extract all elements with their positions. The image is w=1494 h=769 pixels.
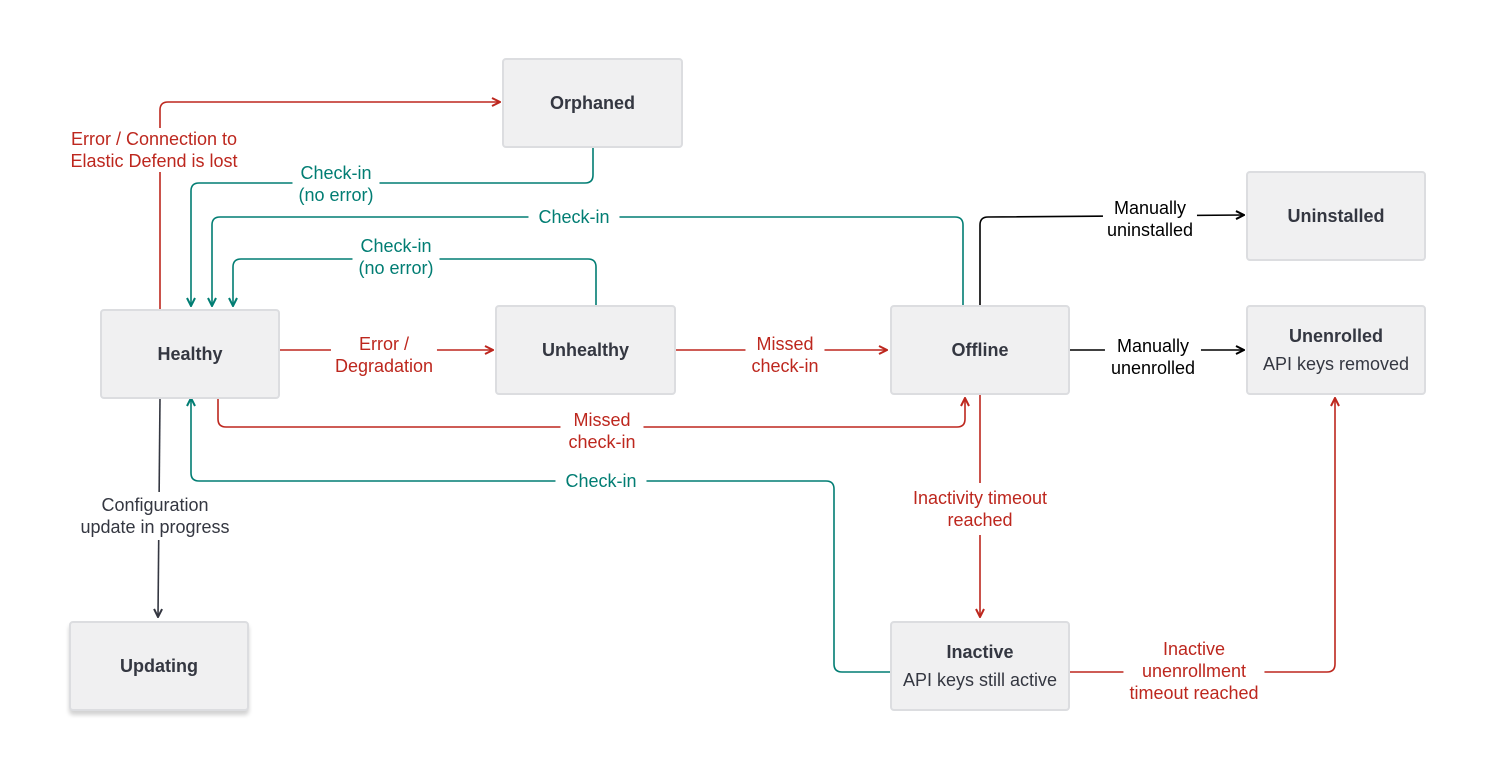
node-uninstalled: Uninstalled xyxy=(1246,171,1426,261)
node-inactive: Inactive API keys still active xyxy=(890,621,1070,711)
label-inactive-to-unenrolled: Inactive unenrollment timeout reached xyxy=(1123,638,1265,704)
label-offline-to-unenrolled-line1: Manually xyxy=(1116,336,1190,356)
node-inactive-subtitle: API keys still active xyxy=(902,670,1058,690)
node-orphaned: Orphaned xyxy=(502,58,683,148)
node-healthy: Healthy xyxy=(100,309,280,399)
label-unhealthy-to-offline-line2: check-in xyxy=(751,356,819,376)
label-unhealthy-to-offline: Missed check-in xyxy=(745,333,825,377)
node-updating: Updating xyxy=(69,621,249,711)
node-unenrolled-title: Unenrolled xyxy=(1288,326,1383,346)
label-healthy-to-unhealthy-line1: Error / xyxy=(358,334,410,354)
node-unhealthy-title: Unhealthy xyxy=(541,340,629,360)
label-offline-to-unenrolled-line2: unenrolled xyxy=(1110,358,1196,378)
edge-offline-to-healthy xyxy=(212,216,964,306)
label-unhealthy-to-healthy-line2: (no error) xyxy=(358,258,434,278)
edge-orphaned-to-healthy xyxy=(191,147,594,306)
label-inactive-to-healthy-line1: Check-in xyxy=(565,471,637,491)
label-unhealthy-to-healthy: Check-in (no error) xyxy=(352,235,440,279)
label-offline-to-inactive-line1: Inactivity timeout xyxy=(912,488,1048,508)
edge-inactive-to-unenrolled xyxy=(1070,398,1335,673)
label-healthy-to-orphaned: Error / Connection to Elastic Defend is … xyxy=(68,128,240,172)
label-healthy-to-orphaned-line1: Error / Connection to xyxy=(70,129,238,149)
label-unhealthy-to-offline-line1: Missed xyxy=(756,334,814,354)
label-inactive-to-healthy: Check-in xyxy=(555,470,647,492)
label-healthy-to-updating-line2: update in progress xyxy=(80,517,230,537)
label-healthy-to-offline: Missed check-in xyxy=(560,409,644,453)
label-unhealthy-to-healthy-line1: Check-in xyxy=(360,236,432,256)
node-uninstalled-title: Uninstalled xyxy=(1287,206,1385,226)
label-inactive-to-unenrolled-line2: unenrollment xyxy=(1141,661,1247,681)
node-unenrolled-subtitle: API keys removed xyxy=(1262,354,1410,374)
label-healthy-to-updating: Configuration update in progress xyxy=(78,492,232,540)
node-unhealthy: Unhealthy xyxy=(495,305,676,395)
node-updating-title: Updating xyxy=(120,656,198,676)
edge-inactive-to-healthy xyxy=(191,398,891,673)
label-offline-to-uninstalled-line1: Manually xyxy=(1113,198,1187,218)
label-healthy-to-unhealthy: Error / Degradation xyxy=(330,333,438,377)
label-orphaned-to-healthy-line2: (no error) xyxy=(298,185,374,205)
label-healthy-to-offline-line2: check-in xyxy=(568,432,636,452)
node-inactive-title: Inactive xyxy=(946,642,1014,662)
label-healthy-to-unhealthy-line2: Degradation xyxy=(334,356,434,376)
edge-offline-to-uninstalled xyxy=(979,215,1244,306)
label-orphaned-to-healthy: Check-in (no error) xyxy=(292,162,380,206)
edge-healthy-to-orphaned xyxy=(159,102,500,310)
label-offline-to-healthy-line1: Check-in xyxy=(538,207,610,227)
label-offline-to-inactive: Inactivity timeout reached xyxy=(910,483,1050,535)
label-offline-to-uninstalled: Manually uninstalled xyxy=(1102,197,1198,241)
node-offline-title: Offline xyxy=(951,340,1009,360)
node-unenrolled: Unenrolled API keys removed xyxy=(1246,305,1426,395)
label-healthy-to-orphaned-line2: Elastic Defend is lost xyxy=(70,151,238,171)
label-inactive-to-unenrolled-line1: Inactive xyxy=(1162,639,1226,659)
label-inactive-to-unenrolled-line3: timeout reached xyxy=(1129,683,1259,703)
label-offline-to-uninstalled-line2: uninstalled xyxy=(1106,220,1194,240)
node-healthy-title: Healthy xyxy=(157,344,223,364)
label-orphaned-to-healthy-line1: Check-in xyxy=(300,163,372,183)
node-offline: Offline xyxy=(890,305,1070,395)
label-healthy-to-offline-line1: Missed xyxy=(573,410,631,430)
label-offline-to-unenrolled: Manually unenrolled xyxy=(1104,335,1202,379)
node-orphaned-title: Orphaned xyxy=(549,93,635,113)
label-healthy-to-updating-line1: Configuration xyxy=(101,495,209,515)
label-offline-to-healthy: Check-in xyxy=(528,206,620,228)
label-offline-to-inactive-line2: reached xyxy=(947,510,1013,530)
